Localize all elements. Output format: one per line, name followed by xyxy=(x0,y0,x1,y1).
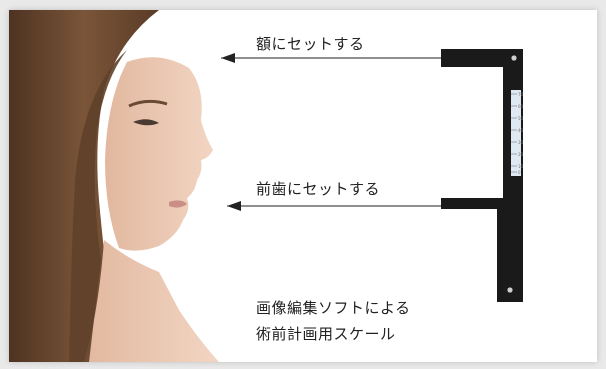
ruler xyxy=(441,49,523,302)
scale-tick-label: 40 xyxy=(518,128,524,133)
scale-ticks xyxy=(511,93,517,173)
neck xyxy=(84,240,219,362)
scale-tick-label: 10 xyxy=(518,164,524,169)
scale-tick-label: 60 xyxy=(518,104,524,109)
caption-line-1: 画像編集ソフトによる xyxy=(256,299,411,317)
caption: 画像編集ソフトによる 術前計画用スケール xyxy=(256,295,411,347)
woman-profile-photo xyxy=(9,10,219,362)
scale-tick-label: 50 xyxy=(518,116,524,121)
scale-tick-label: 70 xyxy=(518,92,524,97)
teeth-arrow-head xyxy=(227,201,241,211)
caption-line-2: 術前計画用スケール xyxy=(256,325,396,343)
scale-tick-label: 20 xyxy=(518,152,524,157)
label-forehead: 額にセットする xyxy=(256,35,365,53)
scale-window xyxy=(511,90,521,176)
presurgical-scale-diagram: 70 60 50 40 30 20 10 0 xyxy=(221,49,524,302)
ruler-hole xyxy=(507,287,513,293)
figure-card: 70 60 50 40 30 20 10 0 額にセットする 前歯にセットする … xyxy=(9,10,597,362)
forehead-arrow-head xyxy=(221,53,235,63)
ruler-hole xyxy=(511,55,517,61)
scale-tick-label: 30 xyxy=(518,140,524,145)
label-front-teeth: 前歯にセットする xyxy=(256,180,381,198)
scale-tick-label: 0 xyxy=(518,170,521,175)
